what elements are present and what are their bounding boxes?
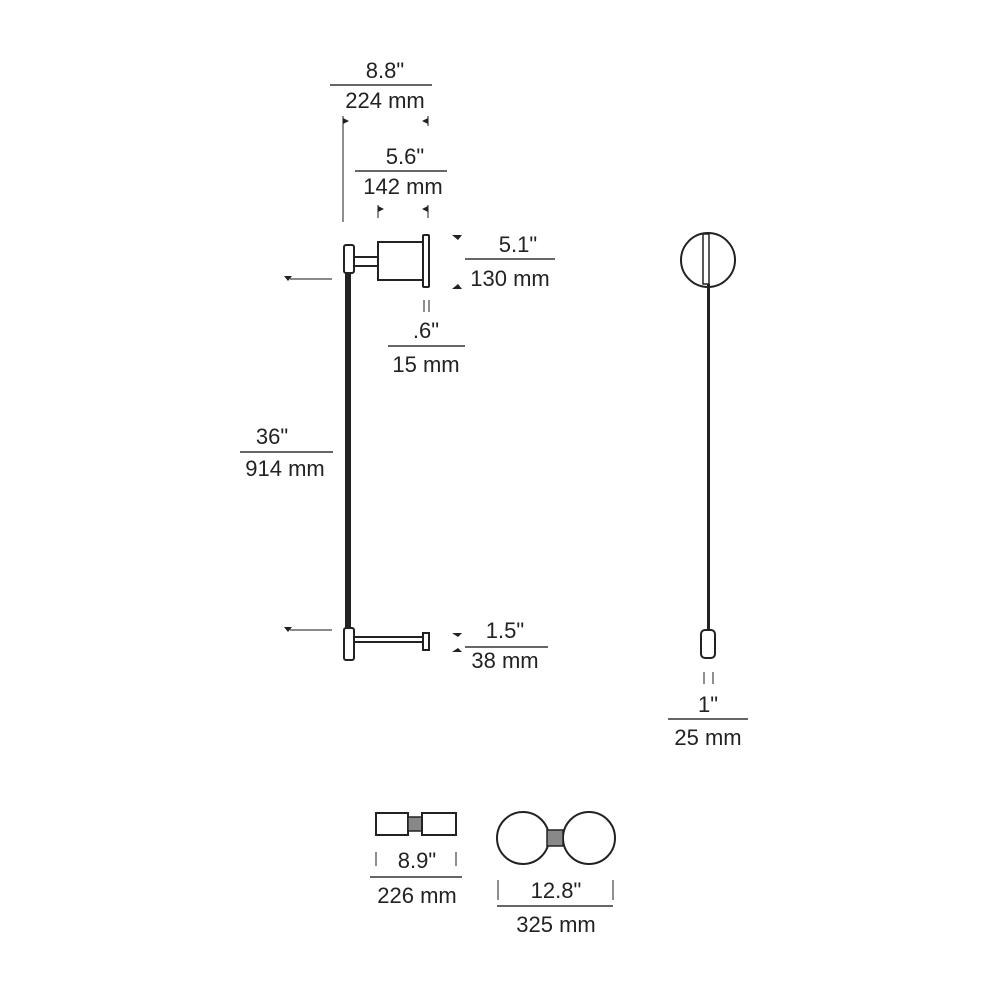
dim-shade-height: 5.1" 130 mm — [452, 232, 555, 291]
dim-front-width-imperial: 12.8" — [531, 878, 582, 903]
dim-shade-depth-metric: 142 mm — [363, 174, 442, 199]
dim-shade-height-metric: 130 mm — [470, 266, 549, 291]
dim-overall-height: 36" 914 mm — [240, 424, 333, 481]
dim-plate-thickness-metric: 15 mm — [392, 352, 459, 377]
dim-top-width-metric: 226 mm — [377, 883, 456, 908]
top-view-fixture: 8.9" 226 mm — [370, 812, 462, 908]
dim-projection-metric: 224 mm — [345, 88, 424, 113]
dim-lower-bar-metric: 38 mm — [471, 648, 538, 673]
dim-plate-thickness-imperial: .6" — [413, 318, 439, 343]
side-view-fixture: 1" 25 mm — [668, 232, 748, 750]
dim-overall-height-metric: 914 mm — [245, 456, 324, 481]
dim-shade-depth: 5.6" 142 mm — [355, 144, 447, 218]
dim-projection-imperial: 8.8" — [366, 58, 404, 83]
dim-side-width-imperial: 1" — [698, 692, 718, 717]
front-view-fixture — [284, 234, 430, 661]
dim-front-width-metric: 325 mm — [516, 912, 595, 937]
dim-shade-depth-imperial: 5.6" — [386, 144, 424, 169]
dim-lower-bar: 1.5" 38 mm — [452, 618, 548, 673]
dim-projection: 8.8" 224 mm — [330, 58, 432, 222]
dim-plate-thickness: .6" 15 mm — [388, 300, 465, 377]
dim-side-width-metric: 25 mm — [674, 725, 741, 750]
globe-view-fixture: 12.8" 325 mm — [496, 811, 616, 937]
dim-top-width-imperial: 8.9" — [398, 848, 436, 873]
dim-overall-height-imperial: 36" — [256, 424, 288, 449]
dim-shade-height-imperial: 5.1" — [499, 232, 537, 257]
dim-lower-bar-imperial: 1.5" — [486, 618, 524, 643]
